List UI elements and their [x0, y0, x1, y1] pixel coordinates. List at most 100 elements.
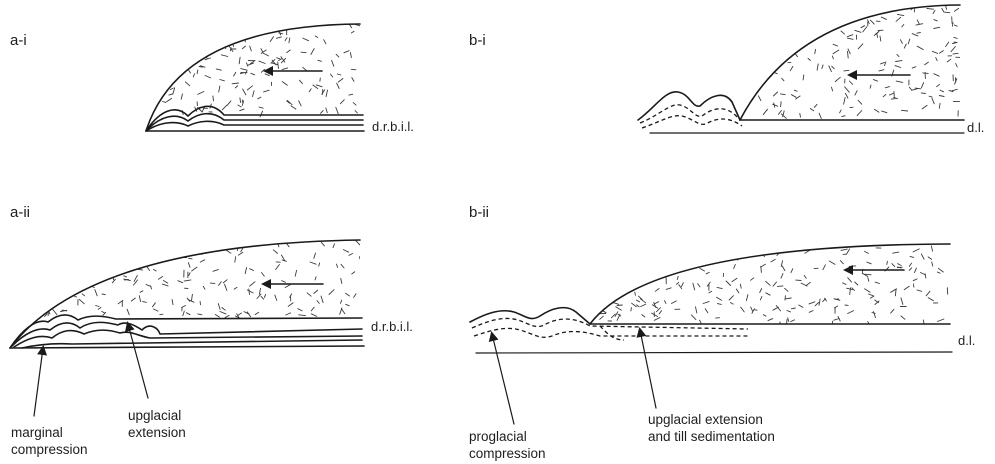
ice-texture-stroke — [832, 56, 833, 59]
ice-texture-stroke — [250, 46, 252, 51]
ice-texture-stroke — [855, 282, 858, 285]
ice-texture-stroke — [709, 291, 712, 293]
ice-texture-stroke — [917, 20, 919, 24]
ice-texture-stroke — [309, 89, 311, 92]
ice-texture-stroke — [182, 27, 185, 28]
panel-label: b-ii — [469, 204, 489, 221]
ice-texture-stroke — [895, 66, 901, 68]
ice-texture-stroke — [344, 51, 349, 53]
layer-label: d.r.b.i.l. — [372, 119, 414, 134]
ice-texture-stroke — [288, 303, 293, 307]
ice-texture-stroke — [261, 296, 264, 299]
ice-texture-stroke — [287, 244, 289, 247]
ice-texture-stroke — [603, 286, 606, 291]
ice-texture-stroke — [220, 80, 225, 81]
ice-texture-stroke — [253, 91, 255, 97]
ice-texture-stroke — [788, 318, 789, 322]
ice-texture-stroke — [829, 66, 832, 72]
ice-texture-stroke — [889, 93, 893, 95]
ice-texture-stroke — [954, 37, 957, 38]
ice-texture-stroke — [714, 258, 715, 261]
ice-texture-stroke — [16, 246, 23, 248]
ice-texture-stroke — [953, 53, 958, 54]
ice-texture-stroke — [70, 262, 75, 264]
ice-texture-stroke — [817, 64, 818, 70]
ice-texture-stroke — [198, 314, 202, 315]
ice-texture-stroke — [265, 74, 269, 76]
ice-texture-stroke — [321, 296, 323, 303]
ice-texture-stroke — [700, 268, 705, 271]
ice-texture-stroke — [848, 311, 854, 314]
ice-texture-stroke — [810, 109, 813, 111]
ice-texture-stroke — [835, 77, 840, 81]
ice-texture-stroke — [163, 281, 167, 284]
ice-texture-stroke — [846, 6, 851, 9]
ice-texture-stroke — [139, 296, 140, 302]
ice-texture-stroke — [289, 24, 293, 27]
ice-texture-stroke — [726, 281, 731, 286]
ice-texture-stroke — [954, 42, 957, 43]
ice-texture-stroke — [33, 287, 37, 292]
ice-texture-stroke — [112, 279, 115, 283]
ice-texture-stroke — [829, 261, 835, 264]
ice-texture-stroke — [833, 44, 838, 46]
ice-texture-stroke — [96, 306, 100, 307]
ice-texture-stroke — [666, 288, 671, 290]
ice-texture-stroke — [737, 70, 741, 74]
ice-texture-stroke — [200, 45, 202, 48]
ice-texture-stroke — [603, 288, 606, 290]
layer-label: d.r.b.i.l. — [371, 319, 413, 334]
ice-texture-stroke — [145, 110, 147, 114]
ice-texture-stroke — [695, 252, 697, 255]
ice-texture-stroke — [736, 289, 739, 293]
ice-texture-stroke — [779, 111, 782, 115]
ice-texture-stroke — [262, 273, 265, 277]
ice-texture-stroke — [815, 50, 816, 54]
ice-texture-stroke — [858, 44, 863, 49]
ice-texture-stroke — [159, 277, 163, 280]
ice-texture-stroke — [326, 108, 328, 113]
ice-texture-stroke — [260, 111, 263, 117]
ice-texture-stroke — [11, 286, 12, 290]
ice-texture-stroke — [777, 286, 783, 287]
ice-texture-stroke — [895, 290, 896, 296]
ice-texture-stroke — [197, 249, 200, 252]
ice-texture-stroke — [954, 25, 957, 26]
ice-texture-stroke — [867, 262, 871, 264]
ice-texture-stroke — [815, 303, 819, 306]
ice-texture-stroke — [781, 114, 786, 118]
ice-texture-stroke — [213, 96, 214, 101]
bed-line — [10, 346, 364, 348]
ice-texture-stroke — [804, 275, 806, 278]
ice-texture-stroke — [901, 298, 903, 305]
ice-texture-stroke — [285, 284, 291, 287]
ice-texture-stroke — [273, 250, 277, 254]
ice-texture-stroke — [808, 58, 810, 60]
ice-texture-stroke — [617, 305, 622, 306]
ice-texture-stroke — [893, 252, 899, 253]
ice-texture-stroke — [257, 294, 261, 298]
ice-texture-stroke — [332, 60, 334, 66]
ice-texture-stroke — [336, 54, 339, 57]
ice-texture-stroke — [634, 270, 638, 274]
ice-texture-stroke — [154, 309, 159, 311]
ice-texture-stroke — [234, 72, 236, 76]
ice-texture-stroke — [823, 265, 826, 270]
ice-texture-stroke — [881, 62, 885, 64]
ice-texture-stroke — [261, 69, 264, 72]
ice-texture-stroke — [278, 62, 279, 68]
ice-texture-stroke — [773, 282, 777, 286]
ice-texture-stroke — [261, 49, 263, 52]
arrow-up-icon — [492, 334, 514, 424]
ice-texture-stroke — [314, 290, 318, 293]
ice-texture-stroke — [94, 274, 98, 275]
deformable-layers — [10, 315, 364, 348]
ice-texture-stroke — [841, 31, 845, 34]
ice-texture-stroke — [597, 296, 598, 301]
ice-texture-stroke — [868, 9, 869, 15]
ice-texture-stroke — [870, 296, 874, 298]
ice-texture-stroke — [904, 44, 906, 48]
ice-texture-stroke — [842, 116, 845, 117]
ice-texture-stroke — [921, 83, 923, 88]
ice-texture-stroke — [848, 51, 849, 58]
